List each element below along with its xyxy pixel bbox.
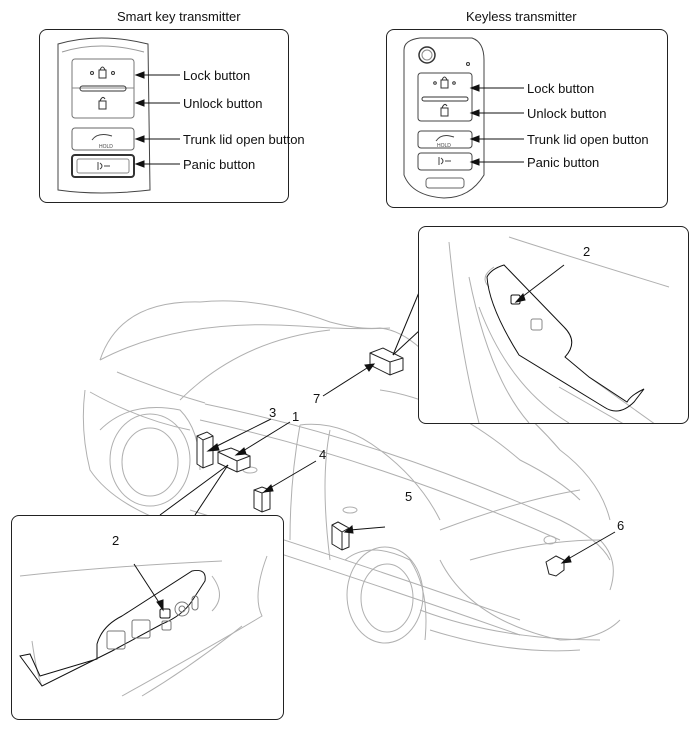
component-5-box <box>331 521 350 551</box>
component-boxes <box>196 347 565 577</box>
keyless-panic-label: Panic button <box>527 155 600 170</box>
callout-4: 4 <box>319 447 327 462</box>
rear-door-switch-drawing <box>448 236 670 423</box>
rear-door-detail-panel: 2 <box>418 226 689 424</box>
callout-6: 6 <box>617 518 625 533</box>
callout-5: 5 <box>405 489 413 504</box>
callout-1: 1 <box>292 409 300 424</box>
smart-key-panic-label: Panic button <box>183 157 256 172</box>
smart-key-lock-label: Lock button <box>183 68 251 83</box>
front-door-detail-panel: 2 <box>11 515 284 720</box>
smart-key-panel <box>39 29 289 203</box>
keyless-trunk-label: Trunk lid open button <box>527 132 649 147</box>
smart-key-fob-icon <box>57 37 151 194</box>
front-door-switch-drawing <box>19 555 268 697</box>
keyless-fob-icon <box>403 37 485 199</box>
component-7-box <box>369 347 404 376</box>
smart-key-leader-lines <box>134 71 180 168</box>
keyless-trunk-glyph: HOLD <box>437 143 451 149</box>
smart-key-title: Smart key transmitter <box>117 9 241 24</box>
smart-key-trunk-glyph: HOLD <box>99 144 113 150</box>
keyless-unlock-label: Unlock button <box>527 106 607 121</box>
callout-7: 7 <box>313 391 321 406</box>
component-6-box <box>545 555 565 577</box>
smart-key-unlock-label: Unlock button <box>183 96 263 111</box>
rear-detail-callout-2: 2 <box>583 244 591 259</box>
keyless-title: Keyless transmitter <box>466 9 577 24</box>
keyless-lock-label: Lock button <box>527 81 595 96</box>
callout-3: 3 <box>269 405 277 420</box>
front-detail-callout-2: 2 <box>112 533 120 548</box>
callout-leaders <box>159 289 616 564</box>
smart-key-trunk-label: Trunk lid open button <box>183 132 305 147</box>
keyless-leader-lines <box>469 84 524 166</box>
component-3-box <box>196 431 214 469</box>
